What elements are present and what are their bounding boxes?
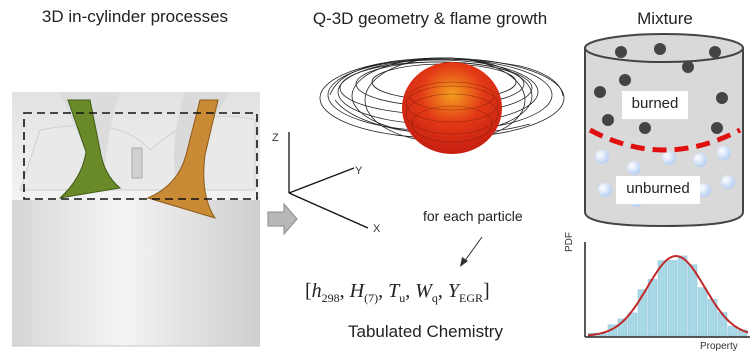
histogram-bar [707,299,718,337]
formula-T-sub: u [399,291,406,305]
formula-H-sub: (7) [364,291,379,305]
formula-close: ] [483,280,490,302]
intake-valve [58,99,122,199]
z-axis-label: Z [272,132,279,144]
formula-h-sub: 298 [321,291,340,305]
cylinder-render [12,92,260,347]
formula-Y-sub: EGR [459,291,484,305]
histogram-bar [677,255,688,337]
particle-note: for each particle [423,208,523,224]
histogram-bar [727,326,738,337]
left-panel-title: 3D in-cylinder processes [41,7,229,26]
formula-h: h [311,280,322,302]
histogram-bar [697,287,708,337]
histogram-bar [617,318,628,337]
right-panel-title: Mixture [637,9,693,28]
histogram-bar [737,329,748,337]
histogram-bar [597,333,608,337]
pdf-xlabel: Property [700,341,738,352]
histogram-bar [607,324,618,337]
histogram-bar [637,289,648,337]
pdf-ylabel: PDF [564,232,575,252]
flame-kernel [402,62,502,154]
histogram-bar [627,312,638,337]
y-axis-label: Y [355,165,363,177]
state-vector-formula: [h298, H(7), Tu, Wq, YEGR] [305,280,490,305]
unburned-label: unburned [626,180,690,197]
formula-H: H [349,280,365,302]
histogram-bar [687,264,698,337]
tabulated-chemistry-label: Tabulated Chemistry [348,322,503,341]
formula-T: T [388,280,400,302]
fit-curve [587,254,749,337]
histogram-bar [587,332,598,337]
burned-label: burned [631,95,679,112]
middle-panel-title: Q-3D geometry & flame growth [312,9,548,28]
formula-W: W [415,280,432,302]
histogram-bar [717,312,728,337]
histogram-bar [647,279,658,337]
exhaust-valve [146,99,219,219]
histogram-bar [667,260,678,337]
formula-Y: Y [447,280,460,302]
formula-W-sub: q [431,291,438,305]
x-axis-label: X [373,223,381,235]
formula-open: [ [305,280,312,302]
flame-front-divider [588,127,742,153]
histogram-bar [657,260,668,337]
